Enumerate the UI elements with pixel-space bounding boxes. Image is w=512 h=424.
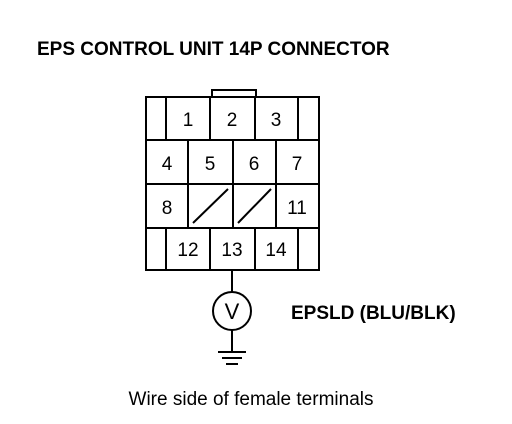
pin-4: 4	[162, 154, 173, 175]
empty-cavity-10	[237, 188, 272, 224]
empty-cavity-9	[192, 188, 229, 224]
pin-12: 12	[177, 240, 198, 261]
voltmeter-symbol: V	[225, 299, 240, 324]
pin-1: 1	[183, 110, 194, 131]
diagram-caption: Wire side of female terminals	[129, 389, 374, 410]
voltmeter-icon: V	[212, 291, 252, 331]
pin-3: 3	[271, 110, 282, 131]
ground-icon	[218, 351, 246, 365]
pin-8: 8	[162, 198, 173, 219]
wire-label: EPSLD (BLU/BLK)	[291, 303, 456, 324]
pin-5: 5	[205, 154, 216, 175]
pin-14: 14	[265, 240, 287, 261]
pin-13: 13	[221, 240, 242, 261]
diagram-title: EPS CONTROL UNIT 14P CONNECTOR	[37, 39, 390, 60]
pin-6: 6	[249, 154, 260, 175]
pin-11: 11	[287, 198, 307, 219]
pin-7: 7	[292, 154, 303, 175]
connector-latch	[211, 89, 257, 98]
pin-2: 2	[227, 110, 238, 131]
